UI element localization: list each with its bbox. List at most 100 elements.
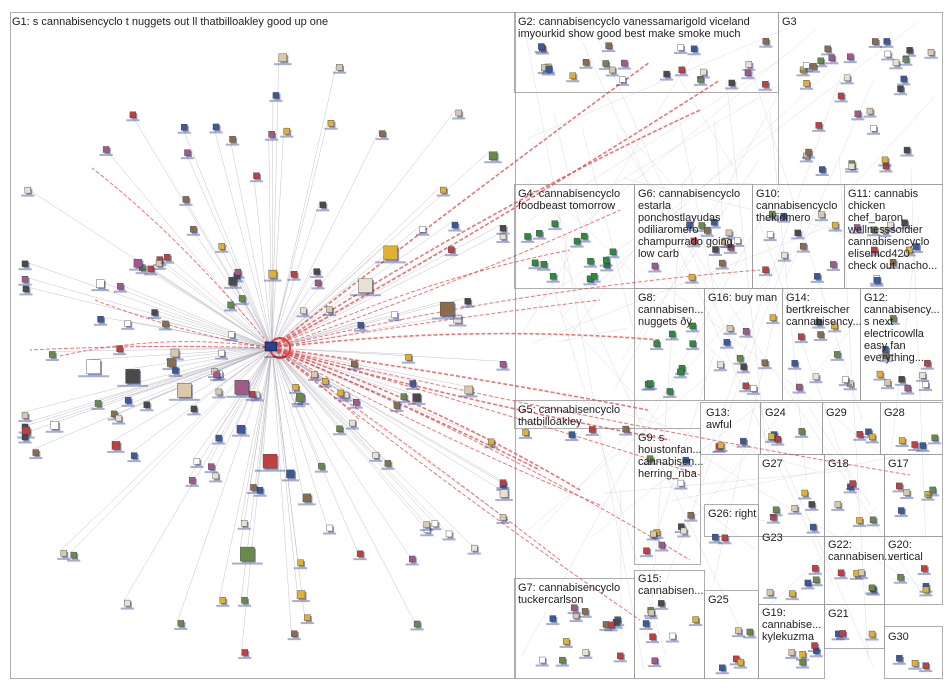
graph-node[interactable] [254,454,286,472]
graph-node[interactable] [235,295,249,305]
graph-node[interactable] [496,233,510,243]
graph-node[interactable] [921,490,935,501]
graph-node[interactable] [679,456,693,467]
graph-node[interactable] [349,399,363,409]
graph-node[interactable] [21,186,35,197]
graph-node[interactable] [801,148,816,159]
graph-node[interactable] [723,325,737,335]
graph-node[interactable] [546,615,560,626]
graph-node[interactable] [436,186,450,197]
graph-node[interactable] [920,359,934,370]
graph-node[interactable] [648,657,662,668]
graph-node[interactable] [845,480,860,491]
graph-node[interactable] [180,149,195,160]
graph-node[interactable] [452,109,466,120]
graph-node[interactable] [232,424,250,437]
graph-node[interactable] [808,565,822,575]
graph-node[interactable] [559,638,573,648]
graph-node[interactable] [107,441,125,453]
graph-node[interactable] [810,273,824,283]
graph-node[interactable] [643,380,657,390]
graph-node[interactable] [795,658,810,669]
graph-node[interactable] [212,388,226,399]
graph-node[interactable] [682,221,697,232]
graph-node[interactable] [99,146,113,156]
graph-node[interactable] [186,226,200,236]
graph-node[interactable] [830,351,844,361]
graph-node[interactable] [821,45,835,56]
graph-node[interactable] [720,238,734,249]
graph-node[interactable] [496,360,510,371]
graph-node[interactable] [643,455,657,466]
graph-node[interactable] [496,479,510,490]
graph-node[interactable] [613,652,627,663]
graph-node[interactable] [578,608,592,618]
graph-node[interactable] [496,514,510,524]
graph-node[interactable] [495,489,513,501]
graph-node[interactable] [645,633,660,644]
graph-node[interactable] [880,379,895,390]
graph-node[interactable] [639,547,654,558]
graph-node[interactable] [791,229,805,240]
graph-node[interactable] [644,609,658,620]
graph-node[interactable] [532,229,546,240]
graph-node[interactable] [448,221,462,232]
graph-node[interactable] [537,261,551,271]
graph-node[interactable] [442,530,456,541]
graph-node[interactable] [852,517,867,527]
graph-node[interactable] [617,59,631,70]
graph-node[interactable] [836,630,850,640]
graph-node[interactable] [673,368,687,379]
graph-node[interactable] [785,590,799,601]
graph-node[interactable] [902,47,917,57]
graph-node[interactable] [639,620,653,630]
graph-node[interactable] [714,442,728,453]
graph-node[interactable] [496,224,510,235]
graph-node[interactable] [893,85,908,96]
graph-node[interactable] [769,506,783,517]
graph-node[interactable] [916,372,930,382]
graph-node[interactable] [147,309,162,319]
graph-node[interactable] [759,38,773,48]
graph-node[interactable] [615,76,630,86]
graph-node[interactable] [867,226,881,237]
graph-node[interactable] [121,397,135,407]
graph-node[interactable] [845,163,859,173]
graph-node[interactable] [799,80,814,90]
graph-node[interactable] [350,278,381,297]
graph-node[interactable] [296,307,310,318]
graph-node[interactable] [387,311,402,322]
graph-node[interactable] [908,660,922,670]
graph-node[interactable] [814,57,828,68]
graph-node[interactable] [249,172,264,183]
graph-node[interactable] [534,43,548,53]
graph-node[interactable] [579,649,593,659]
graph-node[interactable] [416,226,430,236]
graph-node[interactable] [177,124,191,134]
graph-node[interactable] [298,493,316,506]
graph-node[interactable] [212,434,226,445]
graph-node[interactable] [813,331,828,341]
graph-node[interactable] [179,196,193,206]
graph-node[interactable] [204,463,218,474]
graph-node[interactable] [300,614,314,625]
graph-node[interactable] [579,59,593,69]
graph-node[interactable] [281,469,300,482]
graph-node[interactable] [788,505,802,515]
graph-node[interactable] [928,434,942,445]
graph-node[interactable] [809,576,823,587]
graph-node[interactable] [18,276,32,286]
graph-node[interactable] [916,442,930,453]
graph-node[interactable] [322,306,337,317]
graph-node[interactable] [397,393,411,404]
graph-node[interactable] [405,555,419,566]
graph-node[interactable] [766,314,780,325]
graph-node[interactable] [152,260,166,270]
graph-node[interactable] [237,597,252,607]
graph-node[interactable] [684,511,698,522]
graph-node[interactable] [677,527,691,538]
graph-node[interactable] [838,376,852,387]
graph-node[interactable] [288,384,303,394]
graph-node[interactable] [831,501,845,511]
graph-node[interactable] [428,520,442,531]
